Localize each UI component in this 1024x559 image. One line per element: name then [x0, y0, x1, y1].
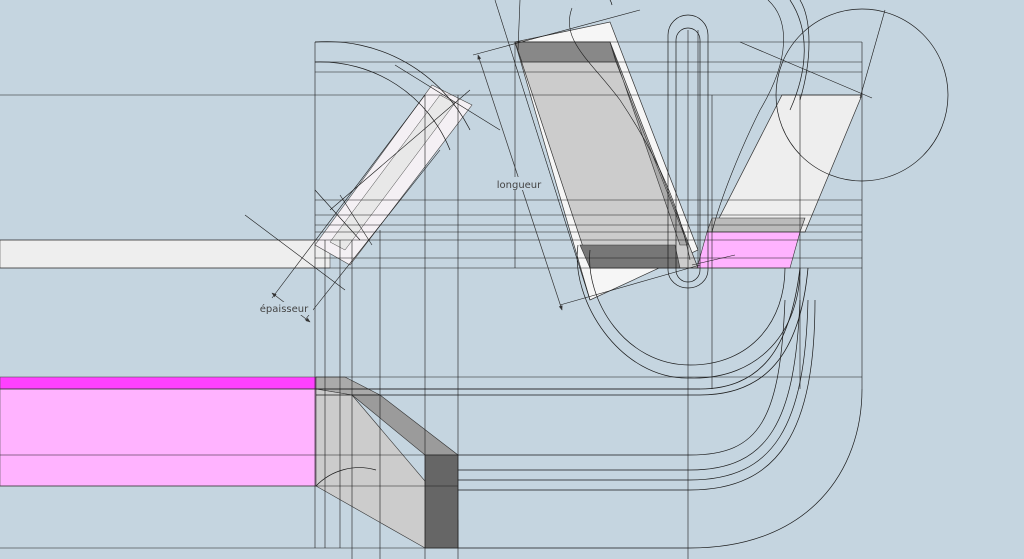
filled-shapes [0, 21, 863, 549]
straight-beam-left [0, 239, 331, 269]
curves [314, 0, 949, 549]
gray-top-band [514, 41, 617, 63]
label-thickness: épaisseur [260, 303, 309, 315]
bend-end-face [424, 454, 459, 549]
pink-beam-body [0, 388, 317, 487]
dimension-thickness: épaisseur [255, 292, 313, 323]
dimension-length: longueur [477, 54, 563, 311]
magenta-band [0, 376, 317, 390]
gray-parallelogram [514, 41, 699, 269]
label-length: longueur [497, 180, 542, 191]
construction-circle [775, 8, 949, 182]
right-parallelogram [711, 94, 863, 233]
diagonal-thin-inner [329, 94, 456, 251]
gray-bottom-band [579, 244, 681, 269]
right-pink-face [696, 231, 801, 269]
